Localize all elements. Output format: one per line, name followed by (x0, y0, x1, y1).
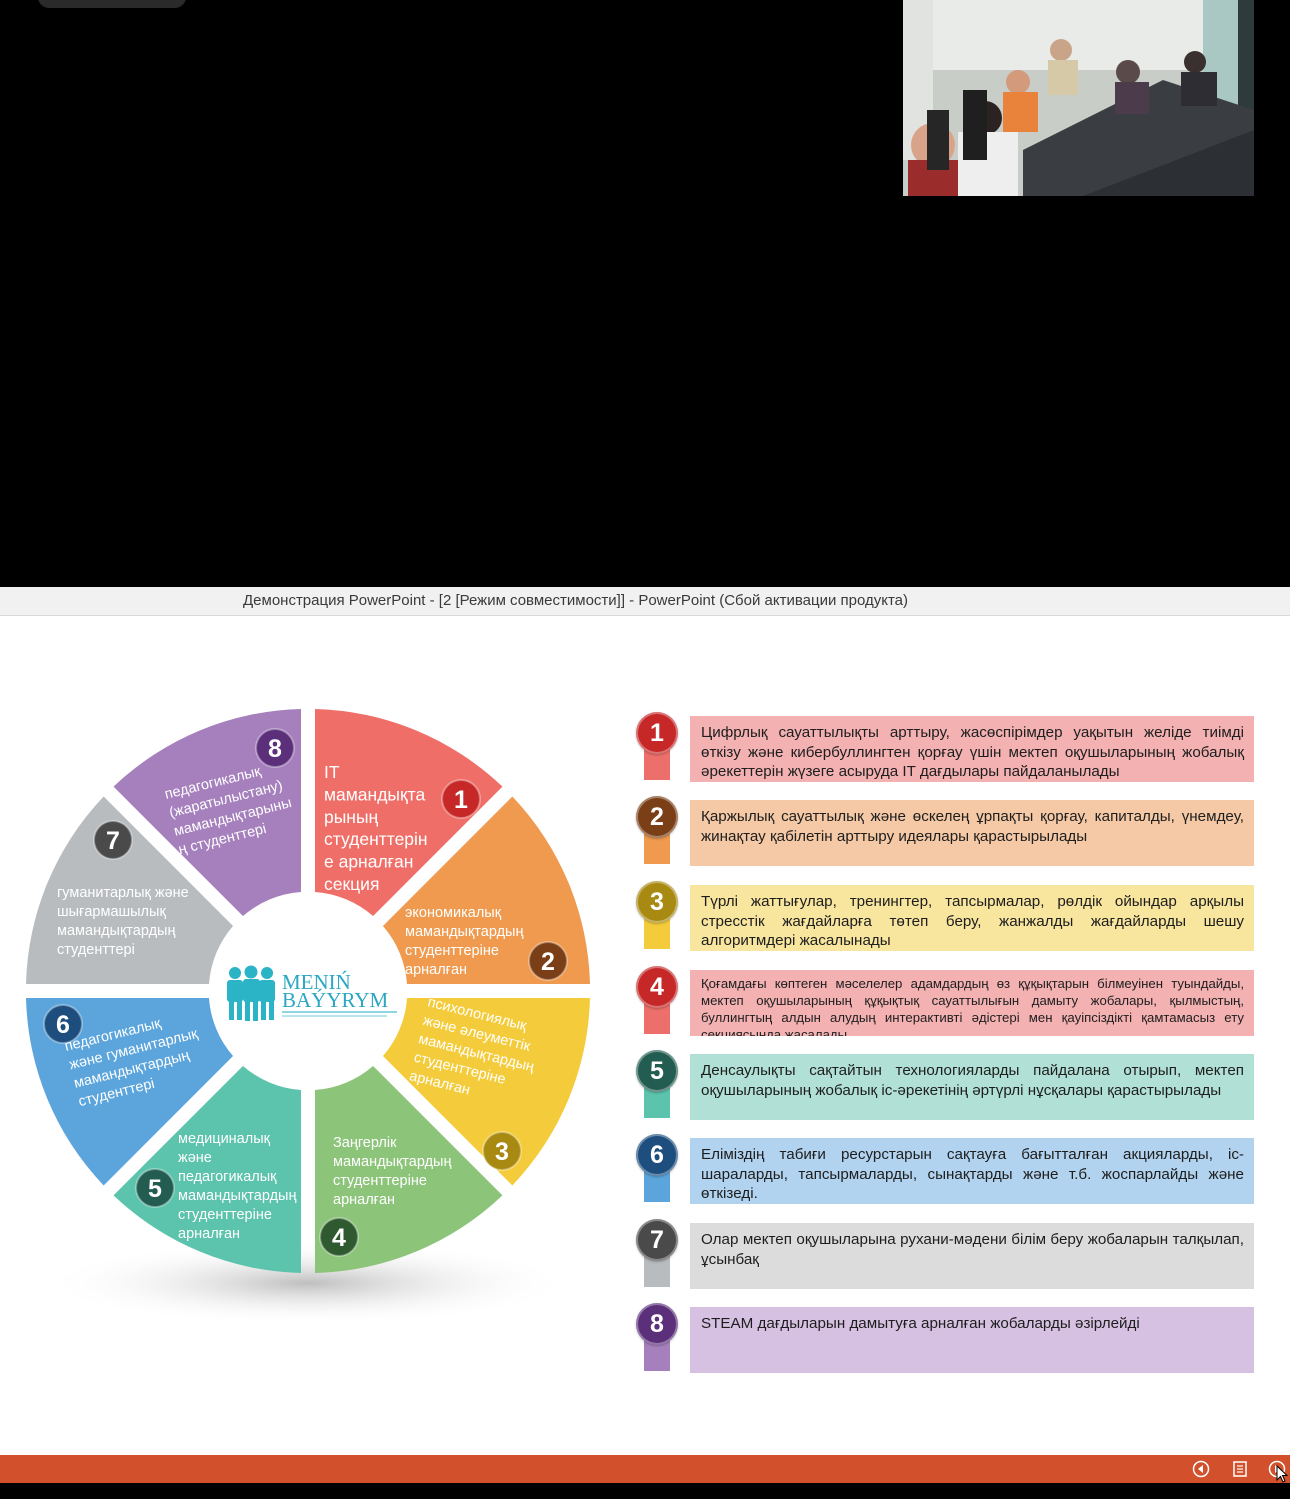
row-number-badge: 5 (636, 1050, 678, 1092)
menin-bayyrym-logo: MENIŃ BAÝYRYM (227, 965, 397, 1021)
wheel-badge-1: 1 (441, 779, 481, 819)
description-row-6: 6 Еліміздің табиғи ресурстарын сақтауға б… (636, 1134, 1254, 1204)
wheel-segment-8 (113, 709, 302, 917)
logo-caption-line (282, 1011, 397, 1013)
previous-slide-icon[interactable] (1192, 1460, 1210, 1478)
wheel-badge-7: 7 (93, 820, 133, 860)
row-description-text: Денсаулықты сақтайтын технологияларды па… (690, 1054, 1254, 1120)
wheel-badge-6: 6 (43, 1004, 83, 1044)
slideshow-status-bar (0, 1455, 1290, 1483)
description-row-8: 8 STEAM дағдыларын дамытуға арналған жоба… (636, 1303, 1254, 1373)
wheel-shadow (43, 1241, 573, 1325)
row-number-badge: 7 (636, 1219, 678, 1261)
wheel-badge-4: 4 (319, 1217, 359, 1257)
wheel-segment-5 (113, 1065, 302, 1273)
logo-caption-line (282, 1015, 387, 1017)
svg-text:7: 7 (106, 827, 120, 855)
window-title: Демонстрация PowerPoint - [2 [Режим совм… (243, 592, 908, 609)
wheel-segment-6 (26, 998, 234, 1186)
logo-line2: BAÝYRYM (282, 988, 389, 1012)
svg-text:3: 3 (495, 1138, 509, 1166)
svg-text:1: 1 (454, 786, 468, 814)
svg-text:6: 6 (56, 1011, 70, 1039)
row-description-text: Қоғамдағы көптеген мәселелер адамдардың … (690, 970, 1254, 1036)
reading-view-icon[interactable] (1231, 1460, 1249, 1478)
description-row-4: 4 Қоғамдағы көптеген мәселелер адамдардың… (636, 966, 1254, 1036)
video-participant-feed (903, 0, 1254, 196)
svg-text:8: 8 (268, 735, 282, 763)
wheel-badge-5: 5 (135, 1168, 175, 1208)
row-description-text: STEAM дағдыларын дамытуға арналған жобал… (690, 1307, 1254, 1373)
description-row-5: 5 Денсаулықты сақтайтын технологияларды п… (636, 1050, 1254, 1120)
wheel-segment-3 (382, 998, 590, 1186)
svg-text:5: 5 (148, 1175, 162, 1203)
top-pill (38, 0, 186, 8)
row-number-badge: 1 (636, 712, 678, 754)
row-number-badge: 2 (636, 796, 678, 838)
wheel-badge-3: 3 (482, 1131, 522, 1171)
row-description-text: Олар мектеп оқушыларына рухани-мәдени бі… (690, 1223, 1254, 1289)
logo-line1: MENIŃ (282, 970, 351, 994)
wheel-badge-8: 8 (255, 728, 295, 768)
wheel-segment-2 (382, 796, 590, 984)
description-row-3: 3 Түрлі жаттығулар, тренингтер, тапсырмал… (636, 881, 1254, 951)
row-description-text: Қаржылық сауаттылық және өскелең ұрпақты… (690, 800, 1254, 866)
wheel-segment-label-8: педагогикалық(жаратылыстану)мамандықтары… (163, 758, 298, 858)
row-number-badge: 4 (636, 966, 678, 1008)
video-feed-image (903, 0, 1254, 196)
svg-text:4: 4 (332, 1224, 346, 1252)
description-row-2: 2 Қаржылық сауаттылық және өскелең ұрпақт… (636, 796, 1254, 866)
description-row-7: 7 Олар мектеп оқушыларына рухани-мәдени б… (636, 1219, 1254, 1289)
wheel-segment-4 (315, 1065, 503, 1273)
row-number-badge: 3 (636, 881, 678, 923)
description-row-1: 1 Цифрлық сауаттылықты арттыру, жасөспірі… (636, 712, 1254, 782)
window-titlebar: Демонстрация PowerPoint - [2 [Режим совм… (0, 587, 1290, 616)
row-description-text: Цифрлық сауаттылықты арттыру, жасөспірім… (690, 716, 1254, 782)
people-logo-icon (227, 965, 275, 1021)
wheel-segment-1 (315, 709, 503, 917)
row-number-badge: 6 (636, 1134, 678, 1176)
mouse-cursor-icon (1276, 1465, 1289, 1483)
row-description-text: Түрлі жаттығулар, тренингтер, тапсырмала… (690, 885, 1254, 951)
wheel-badge-2: 2 (528, 941, 568, 981)
wheel-segment-7 (26, 796, 234, 984)
row-description-text: Еліміздің табиғи ресурстарын сақтауға ба… (690, 1138, 1254, 1204)
row-number-badge: 8 (636, 1303, 678, 1345)
svg-text:2: 2 (541, 948, 555, 976)
